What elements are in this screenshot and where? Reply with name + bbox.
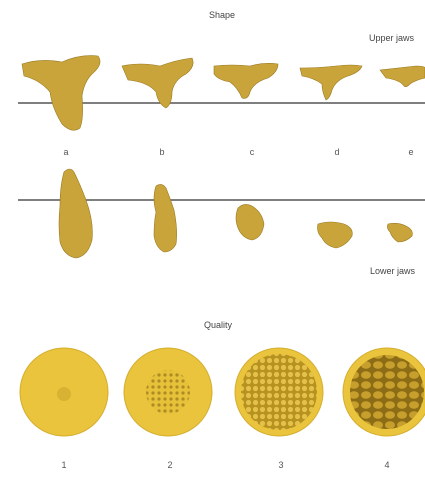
upper-shape-c	[214, 63, 278, 98]
upper-shape-a	[22, 56, 100, 131]
quality-circle-1	[20, 348, 108, 436]
quality-number-4: 4	[384, 460, 389, 470]
upper-shape-d	[300, 65, 362, 100]
lower-shape-e	[387, 223, 412, 242]
lower-shape-c	[236, 204, 264, 240]
upper-shape-e	[380, 66, 425, 87]
letter-e: e	[408, 147, 413, 157]
quality-number-2: 2	[167, 460, 172, 470]
upper-shape-b	[122, 58, 193, 108]
lower-shape-b	[154, 184, 177, 252]
upper-jaws-label: Upper jaws	[369, 33, 414, 43]
quality-number-1: 1	[61, 460, 66, 470]
quality-title: Quality	[198, 320, 238, 330]
quality-number-3: 3	[278, 460, 283, 470]
letter-d: d	[334, 147, 339, 157]
quality-circle-4	[343, 348, 425, 436]
quality-circle-3	[235, 348, 323, 436]
lower-shape-a	[59, 169, 92, 258]
letter-b: b	[159, 147, 164, 157]
letter-c: c	[250, 147, 255, 157]
lower-jaws-label: Lower jaws	[370, 266, 415, 276]
letter-a: a	[63, 147, 68, 157]
quality-circle-2	[124, 348, 212, 436]
shape-title: Shape	[202, 10, 242, 20]
lower-shape-d	[318, 222, 353, 248]
